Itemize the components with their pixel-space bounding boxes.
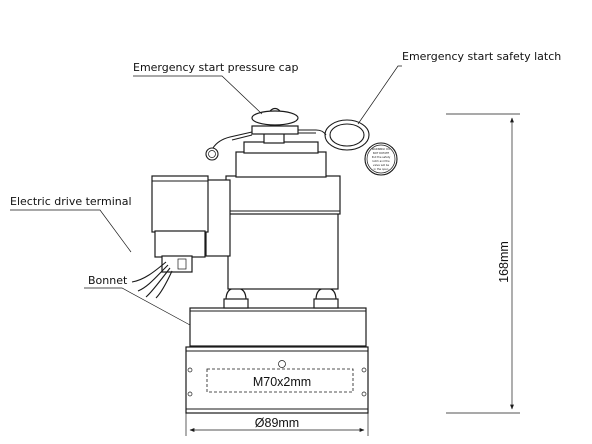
- leader-lines: [10, 65, 402, 326]
- label-electric-terminal: Electric drive terminal: [10, 195, 132, 208]
- height-dimension-label: 168mm: [497, 241, 511, 283]
- label-safety-latch: Emergency start safety latch: [402, 50, 561, 63]
- valve-body: [225, 141, 341, 290]
- thread-dashed-outline: [206, 368, 354, 393]
- label-pressure-cap: Emergency start pressure cap: [133, 61, 298, 74]
- bonnet: [189, 307, 367, 347]
- tag-line-3: Pull the safety: [372, 155, 391, 159]
- height-dimension: [446, 113, 520, 414]
- electric-drive-terminal: [151, 175, 231, 273]
- terminal-wires: [131, 261, 173, 299]
- tag-line-5: valve will be: [373, 163, 390, 167]
- label-bonnet: Bonnet: [88, 274, 128, 287]
- tag-line-2: NOT ROTATE: [373, 151, 390, 155]
- safety-tag-text: WARNING! DO NOT ROTATE Pull the safety l…: [372, 147, 391, 171]
- tag-line-4: latch and the: [372, 159, 390, 163]
- safety-latch: [298, 119, 398, 176]
- valve-base: [185, 346, 369, 414]
- cable-clip: [205, 131, 253, 161]
- diameter-dimension: [185, 413, 369, 436]
- tag-line-1: WARNING! DO: [372, 147, 391, 151]
- thread-dimension-label: M70x2mm: [253, 375, 311, 389]
- pressure-cap: [251, 107, 299, 144]
- diameter-dimension-label: Ø89mm: [255, 416, 299, 430]
- bonnet-bolts: [223, 287, 339, 309]
- tag-line-6: in the open: [374, 167, 389, 171]
